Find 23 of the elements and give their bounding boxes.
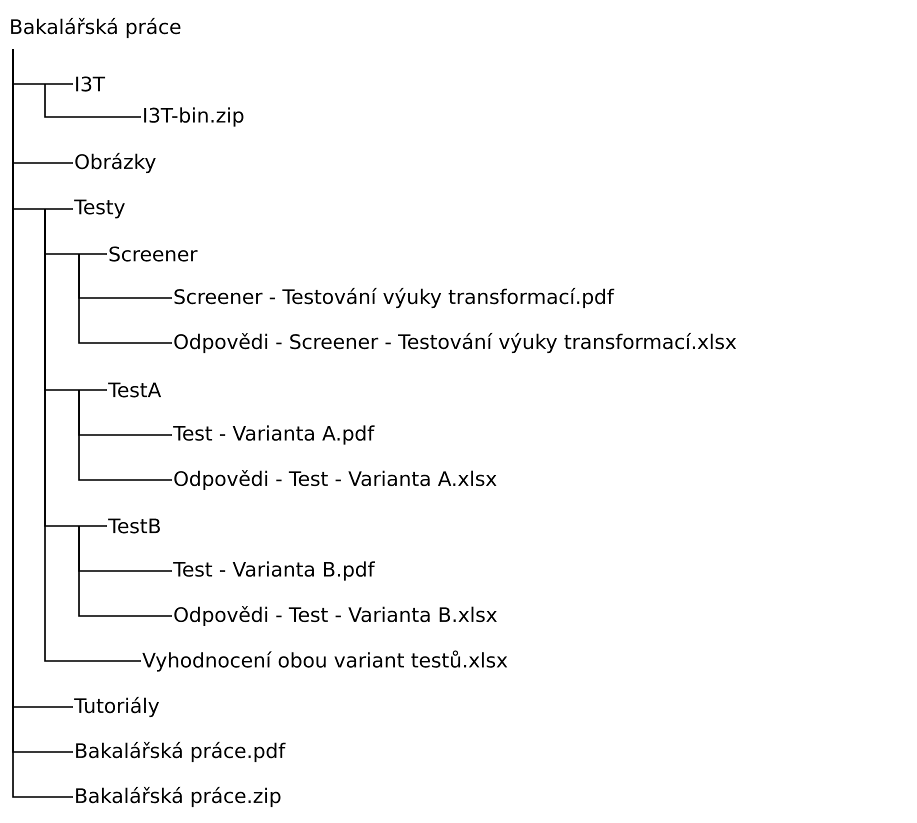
folder-label: Bakalářská práce: [11, 18, 180, 38]
folder-label: Tutoriály: [74, 696, 159, 718]
folder-label: Obrázky: [75, 152, 156, 174]
folder-label: Testy: [74, 200, 125, 218]
tree-connector: [78, 254, 172, 344]
folder-label: Test - Varianta A.pdf: [173, 425, 375, 445]
folder-label: Screener: [110, 246, 198, 262]
folder-label: Odpovědi - Test - Varianta A.xlsx: [174, 470, 496, 490]
folder-label: Vyhodnocení obou variant testů.xlsx: [142, 650, 508, 672]
tree-connector: [44, 209, 141, 662]
folder-label: Test - Varianta B.pdf: [173, 561, 375, 581]
folder-label: Bakalářská práce.zip: [76, 786, 280, 808]
folder-label: I3T: [76, 76, 106, 92]
folder-label: TestA: [108, 382, 162, 398]
folder-label: Odpovědi - Test - Varianta B.xlsx: [174, 606, 497, 626]
tree-connector: [78, 390, 172, 481]
folder-label: I3T-bin.zip: [144, 107, 244, 127]
folder-label: Odpovědi - Screener - Testování výuky transformací.xlsx: [174, 332, 736, 354]
folder-label: Bakalářská práce.pdf: [76, 742, 286, 762]
folder-label: TestB: [108, 518, 160, 534]
tree-connector: [44, 84, 141, 118]
tree-connector: [78, 526, 172, 617]
folder-label: Screener - Testování výuky transformací.pdf: [174, 288, 614, 308]
